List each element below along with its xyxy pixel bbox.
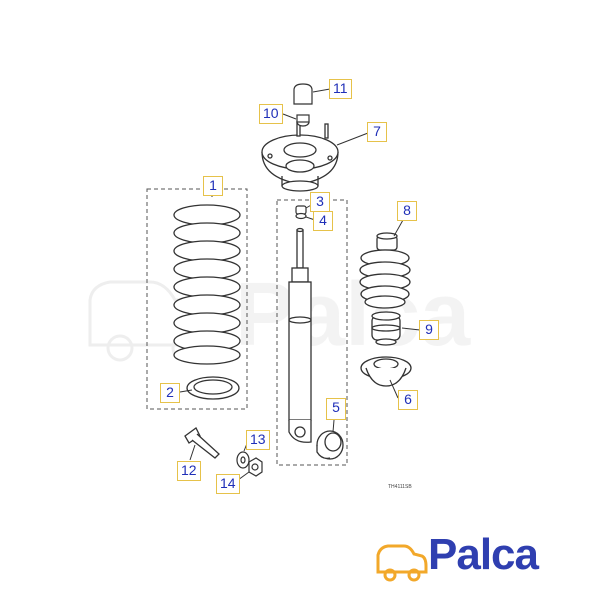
top-mount — [261, 121, 339, 192]
callout-9: 9 — [419, 320, 439, 340]
callout-2: 2 — [160, 383, 180, 403]
shock-absorber — [288, 227, 312, 443]
coil-spring — [173, 204, 241, 365]
top-nut — [296, 114, 310, 127]
shock-nut — [295, 205, 307, 220]
palca-brand-text: Palca — [428, 530, 539, 579]
leader-lines — [179, 88, 421, 481]
bolt — [184, 427, 220, 459]
callout-1: 1 — [203, 176, 223, 196]
lower-seat — [360, 356, 412, 387]
callout-5: 5 — [326, 398, 346, 420]
dust-cap — [293, 83, 313, 105]
bump-rubber — [371, 311, 401, 346]
callout-3: 3 — [310, 192, 330, 212]
callout-7: 7 — [367, 122, 387, 142]
callout-13: 13 — [246, 430, 270, 450]
watermark-logo: Palca — [88, 265, 471, 365]
reference-code: TH4111SB — [388, 484, 412, 490]
bump-stop-bellows — [359, 232, 411, 309]
spring-group-box — [146, 188, 248, 410]
bushing — [316, 430, 344, 460]
callout-12: 12 — [177, 461, 201, 481]
callout-8: 8 — [397, 201, 417, 221]
lock-nut — [248, 457, 263, 477]
callout-4: 4 — [313, 211, 333, 231]
washer — [236, 451, 250, 469]
palca-car-icon — [376, 544, 428, 582]
callout-6: 6 — [398, 390, 418, 410]
callout-14: 14 — [216, 474, 240, 494]
spring-seat-ring — [186, 376, 240, 400]
callout-11: 11 — [329, 79, 352, 99]
watermark-text: Palca — [235, 265, 471, 365]
callout-10: 10 — [259, 104, 283, 124]
